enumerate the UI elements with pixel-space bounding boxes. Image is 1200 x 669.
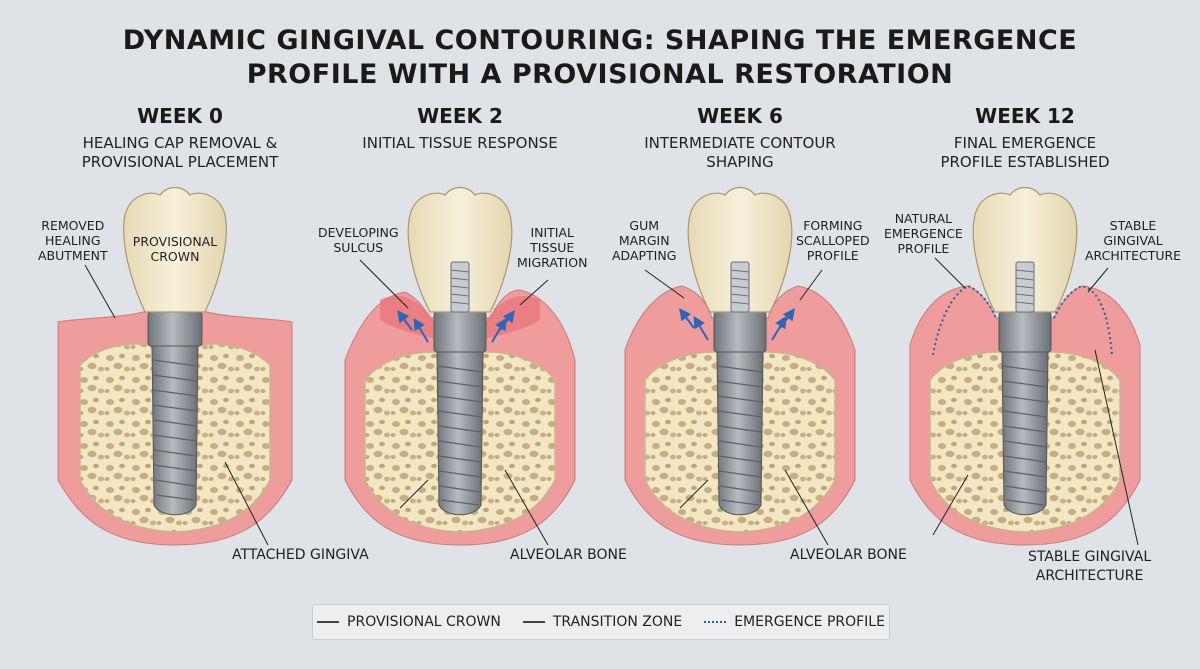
stage-1-abutment: [147, 311, 203, 347]
label-alveolar-bone-stage-3: ALVEOLAR BONE: [790, 547, 907, 563]
stage-3-implant: [716, 351, 764, 516]
label-alveolar-bone-stage-2: ALVEOLAR BONE: [510, 547, 627, 563]
stage-2-arrow: [491, 317, 507, 343]
solid-line-swatch: [522, 621, 545, 623]
stage-3-caption: INTERMEDIATE CONTOUR SHAPING: [644, 134, 836, 171]
label-gum-margin-adapting: GUM MARGIN ADAPTING: [612, 218, 677, 263]
stage-2-implant: [436, 351, 484, 516]
solid-line-swatch: [317, 621, 340, 623]
stage-1-crown: [123, 186, 227, 313]
label-attached-gingiva: ATTACHED GINGIVA: [232, 547, 369, 563]
legend-item-provisional-crown: PROVISIONAL CROWN: [317, 614, 501, 630]
stage-3-week: WEEK 6: [697, 104, 783, 128]
label-initial-tissue-migration: INITIAL TISSUE MIGRATION: [517, 225, 588, 270]
stage-3-arrow: [693, 315, 709, 341]
dotted-line-swatch: [704, 621, 727, 623]
stage-2-caption: INITIAL TISSUE RESPONSE: [362, 134, 558, 152]
label-stable-gingival-architecture-bottom: STABLE GINGIVAL ARCHITECTURE: [1028, 549, 1152, 584]
stage-4-abutment: [998, 311, 1052, 353]
stage-4-caption: FINAL EMERGENCE PROFILE ESTABLISHED: [940, 134, 1110, 171]
stage-1-week: WEEK 0: [137, 104, 223, 128]
stage-4-implant: [1001, 351, 1049, 516]
stage-3-abutment: [713, 311, 767, 353]
stage-2-abutment: [433, 311, 487, 353]
label-provisional-crown: PROVISIONAL CROWN: [132, 234, 218, 264]
stage-3-crown: [687, 186, 793, 313]
legend: PROVISIONAL CROWN TRANSITION ZONE EMERGE…: [312, 604, 890, 640]
stage-2-arrow: [413, 317, 429, 343]
stage-2-crown: [407, 186, 513, 313]
page-title: DYNAMIC GINGIVAL CONTOURING: SHAPING THE…: [0, 24, 1200, 92]
title-line-1: DYNAMIC GINGIVAL CONTOURING: SHAPING THE…: [122, 25, 1078, 56]
label-developing-sulcus: DEVELOPING SULCUS: [318, 225, 399, 255]
label-natural-emergence-profile: NATURAL EMERGENCE PROFILE: [884, 211, 963, 256]
label-removed-healing-abutment: REMOVED HEALING ABUTMENT: [38, 218, 108, 263]
stage-2-arrow: [397, 310, 413, 331]
stage-3-arrow: [679, 308, 695, 329]
label-stable-gingival-architecture-top: STABLE GINGIVAL ARCHITECTURE: [1085, 218, 1182, 263]
legend-item-transition-zone: TRANSITION ZONE: [522, 614, 682, 630]
stage-1-implant: [151, 345, 199, 516]
label-forming-scalloped-profile: FORMING SCALLOPED PROFILE: [796, 218, 870, 263]
stage-1-caption: HEALING CAP REMOVAL & PROVISIONAL PLACEM…: [81, 134, 279, 171]
stage-2-week: WEEK 2: [417, 104, 503, 128]
stage-4-emergence-profile: [1053, 284, 1113, 356]
stage-4-week: WEEK 12: [975, 104, 1075, 128]
stage-3-illustration: [624, 186, 856, 546]
stage-4-illustration: [909, 186, 1141, 546]
stage-3-arrow: [771, 315, 787, 341]
stage-4-crown: [972, 186, 1078, 313]
title-line-2: PROFILE WITH A PROVISIONAL RESTORATION: [246, 59, 954, 90]
stage-2-illustration: [344, 186, 576, 546]
legend-item-emergence-profile: EMERGENCE PROFILE: [704, 614, 885, 630]
stage-1-illustration: [57, 186, 293, 546]
